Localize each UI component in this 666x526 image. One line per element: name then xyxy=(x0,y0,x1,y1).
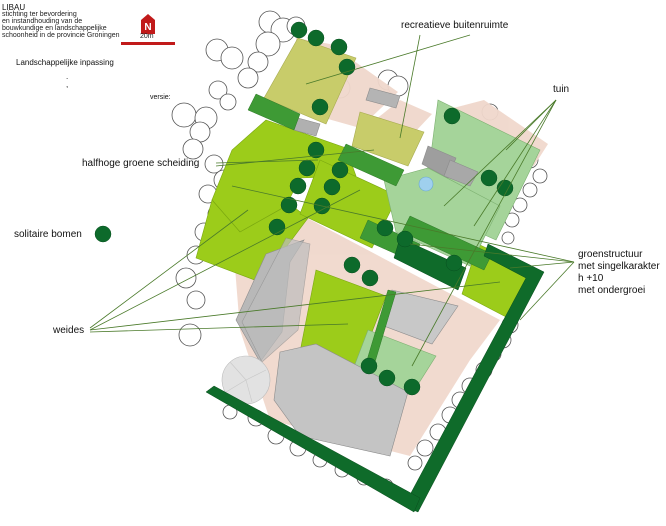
organisation-line: schoonheid in de provincie Groningen xyxy=(2,32,120,39)
recreation-areas xyxy=(263,37,425,167)
label-groenstructuur-line: met singelkarakter xyxy=(578,261,660,272)
organisation-block: LIBAU stichting ter bevordering en insta… xyxy=(2,3,120,40)
scale-bar xyxy=(121,42,175,45)
label-groenstructuur-line: h +10 xyxy=(578,273,604,284)
north-icon: N xyxy=(141,14,155,34)
organisation-line: stichting ter bevordering xyxy=(2,11,77,18)
label-groenstructuur: groenstructuur met singelkarakter h +10 … xyxy=(578,249,660,297)
version-label: versie: xyxy=(150,94,171,101)
organisation-name: LIBAU xyxy=(2,3,26,12)
dot-separator: , xyxy=(66,80,69,89)
label-solitaire-bomen: solitaire bomen xyxy=(14,229,82,240)
organisation-line: en instandhouding van de xyxy=(2,18,83,25)
scale-label: 20m xyxy=(140,33,154,40)
solitary-trees xyxy=(94,21,514,396)
dot-separator: . xyxy=(66,72,69,81)
plan-title: Landschappelijke inpassing xyxy=(16,58,114,67)
label-weides: weides xyxy=(53,325,85,336)
organisation-line: bouwkundige en landschappelijke xyxy=(2,25,107,32)
north-arrow: N 20m xyxy=(121,14,175,48)
round-feature-lines xyxy=(225,361,267,403)
label-groenstructuur-line: groenstructuur xyxy=(578,249,643,260)
label-halfhoge-groene-scheiding: halfhoge groene scheiding xyxy=(82,158,200,169)
buildings xyxy=(235,87,479,457)
leader-lines xyxy=(89,34,575,367)
label-tuin: tuin xyxy=(553,84,570,95)
pond xyxy=(418,176,434,192)
north-letter: N xyxy=(144,22,151,33)
label-groenstructuur-line: met ondergroei xyxy=(578,285,646,296)
singel-structure xyxy=(205,237,545,513)
label-recreatieve-buitenruimte: recreatieve buitenruimte xyxy=(401,20,509,31)
